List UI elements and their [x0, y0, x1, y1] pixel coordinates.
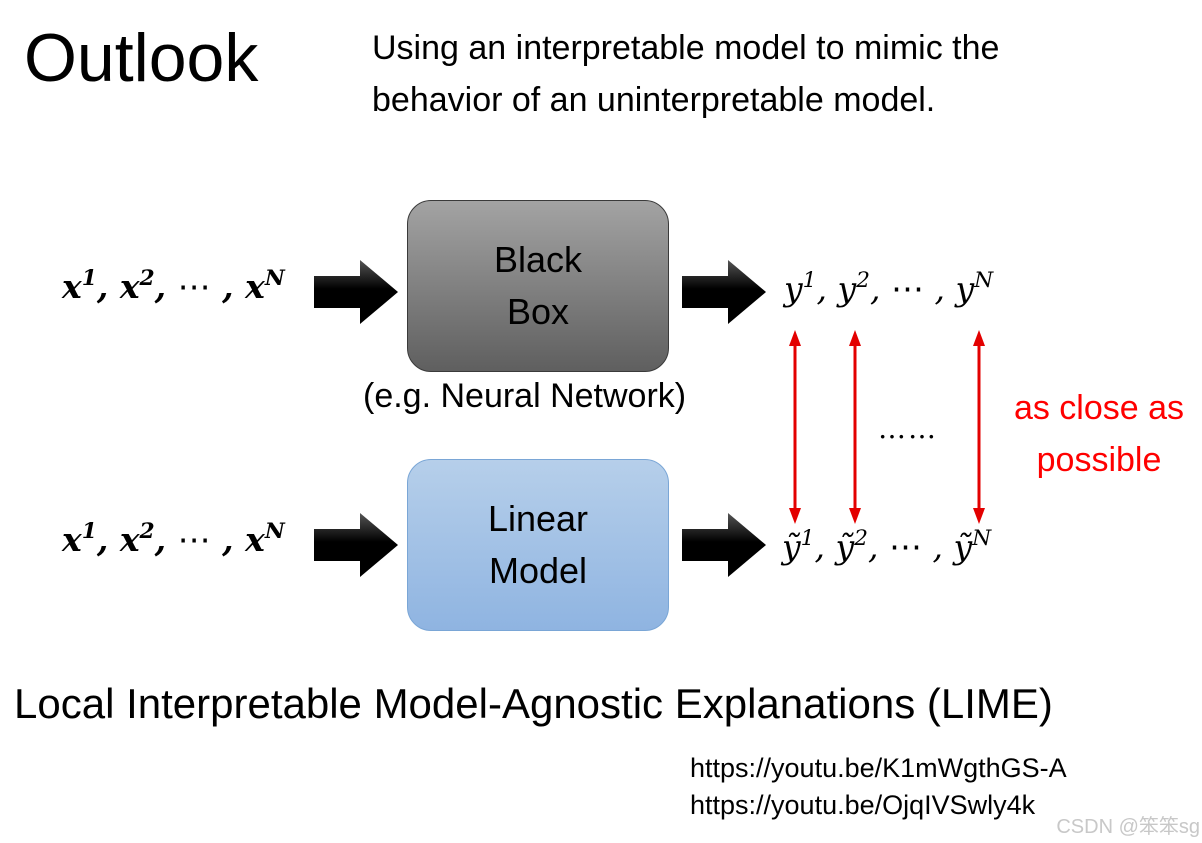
double-arrow-2-icon: [849, 330, 861, 524]
bottom-output-sequence: ỹ1, ỹ2, ⋯ , ỹN: [782, 525, 992, 566]
linear-model-label-1: Linear: [487, 498, 589, 539]
ellipsis: ……: [878, 412, 938, 445]
top-input-arrow-icon: [314, 260, 398, 324]
linear-model-box: Linear Model: [407, 459, 669, 631]
reference-link-2[interactable]: https://youtu.be/OjqIVSwly4k: [690, 790, 1036, 820]
slide-title: Outlook: [24, 20, 259, 96]
bottom-input-arrow-icon: [314, 513, 398, 577]
note-line-2: possible: [1036, 441, 1162, 479]
note-line-1: as close as: [1013, 389, 1185, 427]
top-output-arrow-icon: [682, 260, 766, 324]
bottom-output-arrow-icon: [682, 513, 766, 577]
double-arrow-1-icon: [789, 330, 801, 524]
bottom-input-sequence: x1, x2, ⋯ , xN: [62, 518, 285, 559]
subtitle-line-1: Using an interpretable model to mimic th…: [372, 29, 1000, 67]
top-output-sequence: y1, y2, ⋯ , yN: [784, 267, 994, 308]
subtitle-line-2: behavior of an uninterpretable model.: [372, 81, 936, 119]
black-box-caption: (e.g. Neural Network): [363, 377, 687, 415]
lime-heading: Local Interpretable Model-Agnostic Expla…: [14, 680, 1053, 727]
watermark: CSDN @笨笨sg: [1056, 816, 1200, 838]
linear-model-label-2: Model: [488, 550, 588, 591]
as-close-as-possible-note: as close as possible: [1004, 382, 1194, 486]
reference-link-1[interactable]: https://youtu.be/K1mWgthGS-A: [690, 753, 1067, 783]
double-arrow-3-icon: [973, 330, 985, 524]
black-box-label-1: Black: [493, 239, 583, 280]
top-input-sequence: x1, x2, ⋯ , xN: [62, 265, 285, 306]
reference-links: https://youtu.be/K1mWgthGS-A https://you…: [690, 750, 1067, 824]
black-box-label-2: Box: [506, 291, 570, 332]
slide-subtitle: Using an interpretable model to mimic th…: [372, 22, 1172, 126]
black-box: Black Box: [407, 200, 669, 372]
